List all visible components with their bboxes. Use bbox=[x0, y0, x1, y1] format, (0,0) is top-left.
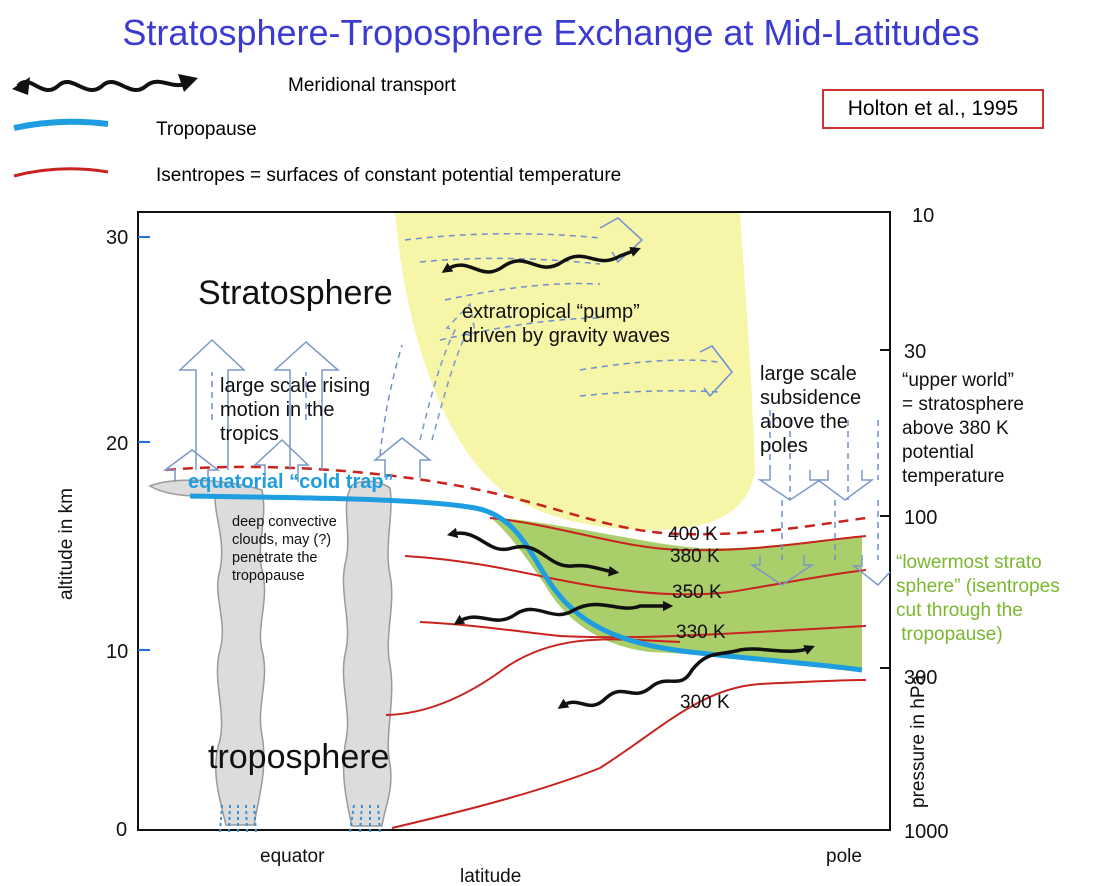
svg-text:sphere” (isentropes: sphere” (isentropes bbox=[896, 576, 1060, 597]
label-convective-clouds: deep convective clouds, may (?) penetrat… bbox=[232, 514, 337, 584]
isentrope-300k bbox=[391, 679, 867, 829]
right-axis-label: pressure in hPa bbox=[908, 674, 929, 808]
legend-tropopause-label: Tropopause bbox=[156, 119, 257, 140]
svg-text:“upper world”: “upper world” bbox=[902, 370, 1014, 391]
right-tick-300: 300 bbox=[904, 667, 937, 689]
isentrope-labels: 400 K 380 K 350 K 330 K 300 K bbox=[668, 524, 730, 713]
isentrope-400k bbox=[165, 465, 867, 536]
right-tick-30: 30 bbox=[904, 341, 926, 363]
subsidence-dashed bbox=[769, 410, 879, 560]
svg-text:tropopause): tropopause) bbox=[896, 624, 1003, 645]
svg-text:deep convective: deep convective bbox=[232, 514, 337, 530]
svg-text:large scale rising: large scale rising bbox=[220, 375, 370, 397]
svg-text:motion in the: motion in the bbox=[220, 399, 335, 421]
x-label-equator: equator bbox=[260, 846, 325, 867]
plot-frame bbox=[137, 211, 891, 831]
label-troposphere: troposphere bbox=[208, 738, 389, 776]
convective-cloud-left bbox=[148, 479, 266, 826]
wavy-arrow-350k bbox=[453, 600, 674, 625]
isentrope-300k-upper bbox=[385, 638, 681, 716]
legend-isentropes-label: Isentropes = surfaces of constant potent… bbox=[156, 165, 622, 186]
wavy-arrow-330k bbox=[557, 645, 815, 709]
label-lowermost-stratosphere: “lowermost strato sphere” (isentropes cu… bbox=[896, 552, 1060, 645]
isentrope-330k bbox=[419, 621, 867, 639]
right-tick-10: 10 bbox=[912, 205, 934, 227]
cloud-base-rain bbox=[219, 804, 381, 833]
right-tick-1000: 1000 bbox=[904, 821, 949, 843]
svg-text:temperature: temperature bbox=[902, 466, 1004, 487]
legend-symbols bbox=[12, 74, 198, 178]
right-axis-ticks bbox=[880, 349, 890, 669]
label-cold-trap: equatorial “cold trap” bbox=[188, 471, 394, 493]
right-axis-tick-labels: 10 30 100 300 1000 bbox=[904, 205, 949, 843]
isentrope-symbol bbox=[13, 167, 109, 178]
reference-box: Holton et al., 1995 bbox=[822, 89, 1044, 129]
svg-text:above the: above the bbox=[760, 411, 848, 433]
left-axis-ticks bbox=[138, 236, 150, 651]
svg-text:tropics: tropics bbox=[220, 423, 279, 445]
isentrope-label-330k: 330 K bbox=[676, 622, 726, 643]
right-tick-100: 100 bbox=[904, 507, 937, 529]
svg-text:= stratosphere: = stratosphere bbox=[902, 394, 1024, 415]
svg-text:driven by gravity waves: driven by gravity waves bbox=[462, 325, 670, 347]
left-tick-20: 20 bbox=[106, 433, 128, 455]
x-axis-label: latitude bbox=[460, 866, 521, 886]
page-title: Stratosphere-Troposphere Exchange at Mid… bbox=[122, 12, 980, 53]
label-stratosphere: Stratosphere bbox=[198, 274, 393, 312]
x-label-pole: pole bbox=[826, 846, 862, 867]
svg-text:tropopause: tropopause bbox=[232, 568, 305, 584]
left-tick-10: 10 bbox=[106, 641, 128, 663]
svg-text:clouds, may (?): clouds, may (?) bbox=[232, 532, 331, 548]
isentrope-label-380k: 380 K bbox=[670, 546, 720, 567]
svg-text:poles: poles bbox=[760, 435, 808, 457]
svg-text:penetrate the: penetrate the bbox=[232, 550, 317, 566]
label-extratropical-pump: extratropical “pump” driven by gravity w… bbox=[462, 301, 670, 347]
isentrope-label-350k: 350 K bbox=[672, 582, 722, 603]
rising-arrows bbox=[162, 302, 477, 482]
svg-text:subsidence: subsidence bbox=[760, 387, 861, 409]
left-tick-0: 0 bbox=[116, 819, 127, 841]
rising-dashed-paths bbox=[211, 344, 403, 456]
svg-text:“lowermost strato: “lowermost strato bbox=[896, 552, 1042, 573]
isentrope-label-400k: 400 K bbox=[668, 524, 718, 545]
wavy-arrow-380k bbox=[446, 527, 620, 577]
left-axis-tick-labels: 30 20 10 0 bbox=[106, 227, 128, 841]
svg-text:potential: potential bbox=[902, 442, 974, 463]
convective-cloud-right bbox=[342, 480, 393, 827]
svg-text:large scale: large scale bbox=[760, 363, 857, 385]
label-rising-motion: large scale rising motion in the tropics bbox=[220, 375, 370, 445]
label-subsidence: large scale subsidence above the poles bbox=[760, 363, 861, 457]
isentrope-label-300k: 300 K bbox=[680, 692, 730, 713]
svg-text:above 380 K: above 380 K bbox=[902, 418, 1009, 439]
meridional-transport-symbol bbox=[12, 74, 198, 95]
extratropical-pump-region bbox=[395, 212, 755, 530]
svg-text:cut through the: cut through the bbox=[896, 600, 1023, 621]
svg-text:extratropical “pump”: extratropical “pump” bbox=[462, 301, 640, 323]
tropopause-symbol bbox=[13, 118, 109, 131]
wavy-arrow-pump bbox=[441, 246, 641, 274]
legend-meridional-label: Meridional transport bbox=[288, 75, 456, 96]
left-tick-30: 30 bbox=[106, 227, 128, 249]
left-axis-label: altitude in km bbox=[56, 488, 77, 600]
label-upper-world: “upper world” = stratosphere above 380 K… bbox=[902, 370, 1024, 487]
